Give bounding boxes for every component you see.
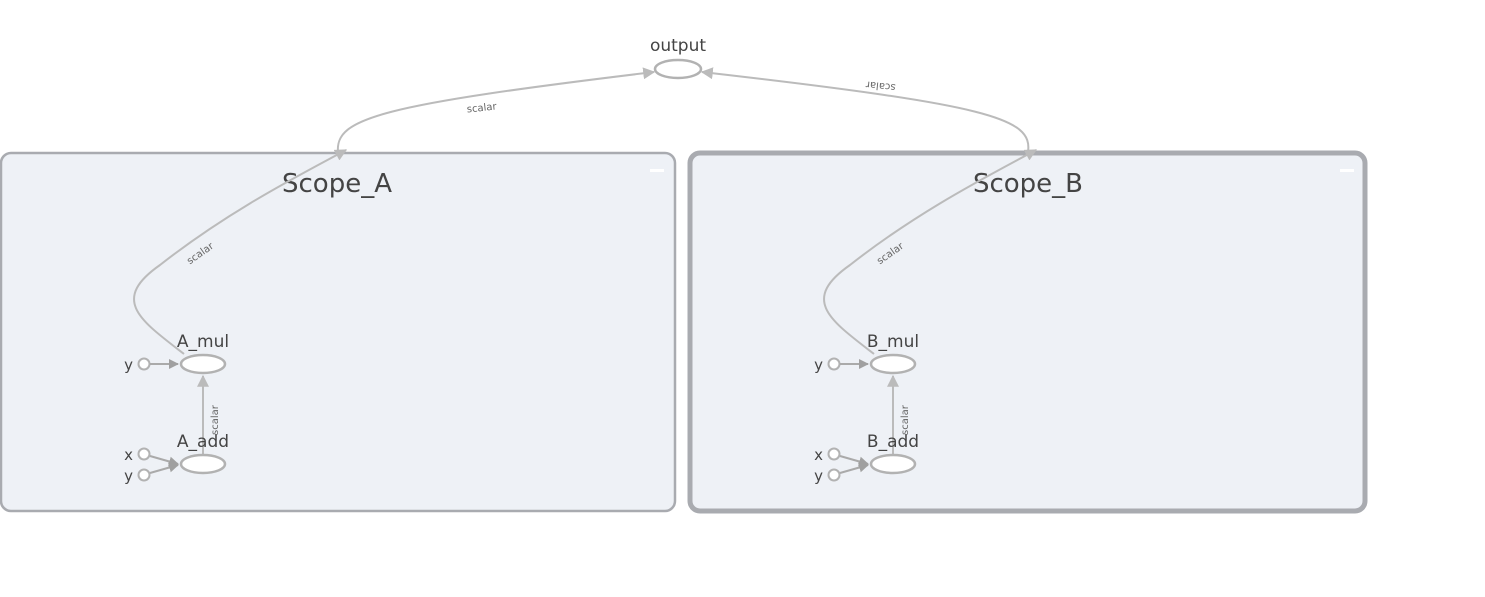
a-mul-label: A_mul: [177, 332, 229, 352]
b-add-label: B_add: [867, 432, 919, 452]
b-add-input-x-label: x: [814, 446, 823, 464]
b-mul-label: B_mul: [867, 332, 919, 352]
edge-b-mul-to-scope-output[interactable]: [823, 149, 1038, 355]
output-node-label: output: [650, 36, 706, 56]
edge-a-mul-to-scope-output[interactable]: [133, 149, 348, 355]
a-mul-input-y-port[interactable]: [137, 357, 151, 371]
a-add-node[interactable]: [179, 453, 227, 475]
scope-b-title: Scope_B: [973, 169, 1083, 199]
edge-a-y-to-add: [149, 462, 179, 474]
edge-scope-a-to-output-label: scalar: [466, 101, 498, 115]
b-mul-node[interactable]: [869, 353, 917, 375]
scope-b-group[interactable]: Scope_B: [687, 150, 1368, 514]
scope-a-title: Scope_A: [282, 169, 392, 199]
b-add-node[interactable]: [869, 453, 917, 475]
edge-scope-b-to-output-label: scalar: [864, 78, 896, 92]
output-node-group[interactable]: output: [650, 36, 706, 80]
scope-a-group[interactable]: Scope_A: [0, 151, 677, 513]
scope-a-internals: scalar A_mul y scalar A_add x y: [124, 149, 348, 485]
edge-scope-b-to-output[interactable]: [700, 67, 1030, 153]
b-add-input-x-port[interactable]: [827, 447, 841, 461]
a-add-label: A_add: [177, 432, 229, 452]
output-node[interactable]: [653, 58, 703, 80]
a-add-input-x-port[interactable]: [137, 447, 151, 461]
edge-scope-a-to-output[interactable]: [336, 67, 656, 153]
b-mul-input-y-label: y: [814, 356, 823, 374]
edge-b-add-to-mul-label: scalar: [900, 404, 911, 435]
b-add-input-y-port[interactable]: [827, 468, 841, 482]
a-mul-node[interactable]: [179, 353, 227, 375]
a-mul-input-y-label: y: [124, 356, 133, 374]
scope-b-collapse-button[interactable]: [1340, 169, 1354, 172]
edge-b-y-to-add: [839, 462, 869, 474]
b-add-input-y-label: y: [814, 467, 823, 485]
scope-b-box[interactable]: [687, 150, 1368, 514]
edge-a-add-to-mul-label: scalar: [210, 404, 221, 435]
a-add-input-y-label: y: [124, 467, 133, 485]
a-add-input-y-port[interactable]: [137, 468, 151, 482]
scope-b-internals: scalar B_mul y scalar B_add x y: [814, 149, 1038, 485]
scope-a-collapse-button[interactable]: [650, 169, 664, 172]
a-add-input-x-label: x: [124, 446, 133, 464]
scope-a-box[interactable]: [0, 151, 677, 513]
b-mul-input-y-port[interactable]: [827, 357, 841, 371]
